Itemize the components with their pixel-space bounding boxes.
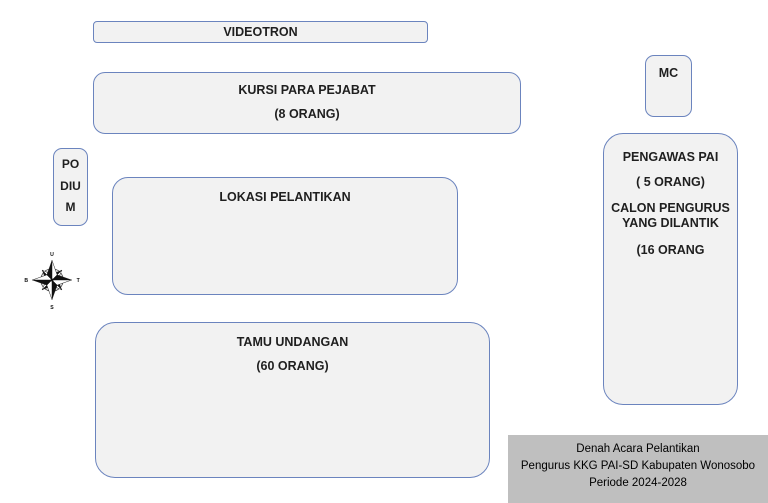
footer-organization: Pengurus KKG PAI-SD Kabupaten Wonosobo <box>520 460 756 472</box>
kursi-label: KURSI PARA PEJABAT <box>238 83 376 97</box>
podium-label-line3: M <box>65 200 76 214</box>
tamu-label: TAMU UNDANGAN <box>236 335 349 349</box>
podium-label-line2: DIU <box>60 178 81 193</box>
podium-box: PO DIU M <box>53 148 88 226</box>
kursi-capacity: (8 ORANG) <box>274 107 340 121</box>
kursi-para-pejabat-box: KURSI PARA PEJABAT (8 ORANG) <box>93 72 521 134</box>
mc-box: MC <box>645 55 692 117</box>
videotron-box: VIDEOTRON <box>93 21 428 43</box>
lokasi-label: LOKASI PELANTIKAN <box>219 190 351 204</box>
podium-label-line1: PO <box>61 157 80 171</box>
compass-north-label: U <box>50 252 54 258</box>
compass-west-label: B <box>24 278 28 284</box>
tamu-capacity: (60 ORANG) <box>256 359 329 373</box>
pengawas-capacity: ( 5 ORANG) <box>636 175 705 189</box>
compass-east-label: T <box>77 278 81 284</box>
pengawas-label: PENGAWAS PAI <box>622 150 719 164</box>
calon-pengurus-capacity: (16 ORANG <box>636 243 705 257</box>
compass-rose-icon: U T S B <box>24 252 81 311</box>
pengawas-calon-pengurus-box: PENGAWAS PAI ( 5 ORANG) CALON PENGURUS Y… <box>603 133 738 405</box>
calon-pengurus-label-line2: YANG DILANTIK <box>622 216 719 230</box>
lokasi-pelantikan-box: LOKASI PELANTIKAN <box>112 177 458 295</box>
tamu-undangan-box: TAMU UNDANGAN (60 ORANG) <box>95 322 490 478</box>
footer-period: Periode 2024-2028 <box>589 477 687 489</box>
footer-title: Denah Acara Pelantikan <box>576 443 700 455</box>
footer-caption: Denah Acara Pelantikan Pengurus KKG PAI-… <box>508 435 768 503</box>
calon-pengurus-label-line1: CALON PENGURUS <box>611 201 730 215</box>
mc-label: MC <box>658 66 679 80</box>
compass-south-label: S <box>50 305 54 311</box>
videotron-label: VIDEOTRON <box>223 25 298 39</box>
